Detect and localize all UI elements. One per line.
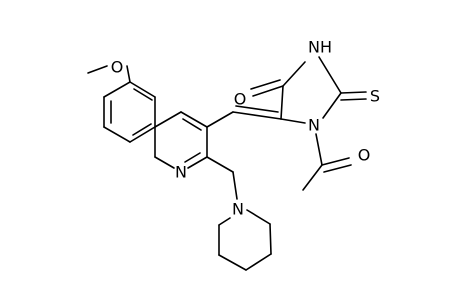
bond-c4ring-o-inner xyxy=(250,79,281,90)
bond-o-c6 xyxy=(126,65,131,83)
bond-methyl-o xyxy=(87,65,108,74)
bond-vinyl-c5ring-inner xyxy=(235,105,279,113)
bond-acetyl-c-o xyxy=(321,157,350,166)
bond-nh-c2ring xyxy=(318,56,342,94)
atom-ring-n: N xyxy=(308,116,320,135)
bond-n-c5ring xyxy=(280,118,306,124)
atom-labels: O N N O NH N S O xyxy=(111,38,380,219)
bond-ce-npip xyxy=(218,217,231,226)
bond-npip-ca xyxy=(246,209,271,225)
bond-c4a-c8a-inner xyxy=(132,123,152,136)
bond-c4-c3-inner xyxy=(182,118,202,131)
bond-c6-c5 xyxy=(129,81,156,98)
bond-c2ring-s xyxy=(340,91,367,94)
bond-cc-cd xyxy=(218,254,247,271)
atom-thione-s: S xyxy=(370,87,380,106)
bond-c2-n1-inner xyxy=(184,152,201,163)
bond-c2-npip-b xyxy=(232,171,238,200)
bond-c4a-c4 xyxy=(154,111,182,128)
bond-c4ring-nh xyxy=(282,61,306,87)
bond-c2-npip xyxy=(206,156,234,173)
atom-ketone-o: O xyxy=(234,90,247,109)
atom-quinoline-n: N xyxy=(175,163,187,182)
atom-methoxy-o: O xyxy=(111,58,124,77)
bonds xyxy=(87,56,367,271)
bond-c2-n1 xyxy=(187,156,208,169)
bond-c6-c5-inner xyxy=(133,88,153,101)
bond-acetyl-c-o-inner xyxy=(323,164,352,173)
atom-acetyl-o: O xyxy=(358,146,371,165)
bond-c7-c6 xyxy=(103,81,131,98)
bond-c3-vinyl xyxy=(206,111,234,128)
bond-acetyl-c-methyl xyxy=(302,164,323,191)
atom-piperidine-n: N xyxy=(232,200,244,219)
atom-ring-nh: NH xyxy=(308,38,332,57)
bond-n-acetyl-c xyxy=(315,133,323,166)
bond-vinyl-c5ring xyxy=(232,111,282,120)
bond-c2ring-n xyxy=(322,92,342,119)
bond-c4ring-o xyxy=(252,85,284,97)
bond-c5ring-c4ring xyxy=(280,85,284,120)
bond-cb-cc xyxy=(245,253,272,271)
bond-c4-c3 xyxy=(180,111,208,128)
bond-n1-c8a xyxy=(154,156,175,169)
bond-ca-cb xyxy=(269,223,272,255)
bond-c2ring-s-inner xyxy=(340,98,367,101)
bond-c4a-c8a xyxy=(129,126,156,143)
bond-c8a-c8 xyxy=(103,126,131,143)
